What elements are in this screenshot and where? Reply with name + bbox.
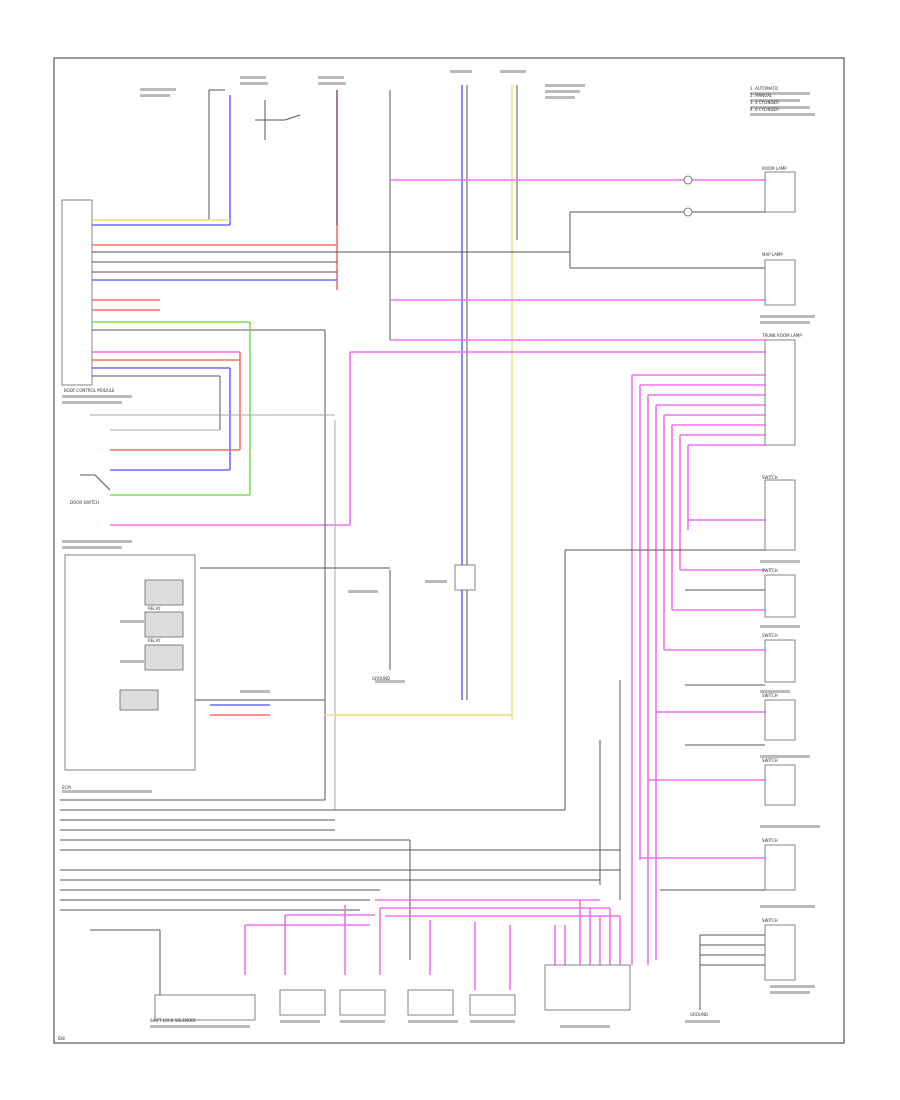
bcm-connector [61, 199, 570, 386]
ground1-label: GROUND [372, 676, 391, 681]
switch6-label: SWITCH [762, 838, 778, 843]
relay-block [64, 554, 270, 771]
lamp2-label: MAP LAMP [762, 252, 783, 257]
switch2-label: SWITCH [762, 568, 778, 573]
switch4-label: SWITCH [762, 693, 778, 698]
pink-bus [349, 179, 765, 525]
switch1-label: SWITCH [762, 475, 778, 480]
legend-item-3: 3. 4 CYLINDER [750, 100, 779, 105]
switch5-label: SWITCH [762, 758, 778, 763]
shift-lock-label: SHIFT LOCK SOLENOID [150, 1018, 196, 1023]
ground2-label: GROUND [690, 1012, 709, 1017]
switch3-label: SWITCH [762, 633, 778, 638]
bcm-box [61, 199, 93, 386]
bottom-harness [60, 799, 620, 1000]
diagram-frame [53, 57, 845, 1044]
relay1-label: RELAY [148, 606, 161, 611]
label-ticks [62, 70, 820, 1028]
left-loops [80, 322, 350, 810]
bottom-components [154, 964, 701, 1021]
legend-item-1: 1. AUTOMATIC [750, 86, 779, 91]
switch7-label: SWITCH [762, 918, 778, 923]
legend-item-2: 2. MANUAL [750, 93, 773, 98]
bcm-label: BODY CONTROL MODULE [64, 388, 115, 393]
power-feeds [208, 85, 518, 720]
diagram-code: ID8 [58, 1036, 65, 1041]
right-pink-bundle [631, 374, 765, 960]
bottom-pink-fan [244, 899, 649, 990]
lamp1-label: ROOM LAMP [762, 166, 787, 171]
right-components [564, 171, 796, 1000]
legend-item-4: 4. 6 CYLINDER [750, 107, 779, 112]
relay2-label: RELAY [148, 638, 161, 643]
door-switch-label: DOOR SWITCH [70, 500, 100, 505]
lamp3-label: TRUNK ROOM LAMP [762, 333, 802, 338]
ecm-label: ECM [62, 785, 71, 790]
